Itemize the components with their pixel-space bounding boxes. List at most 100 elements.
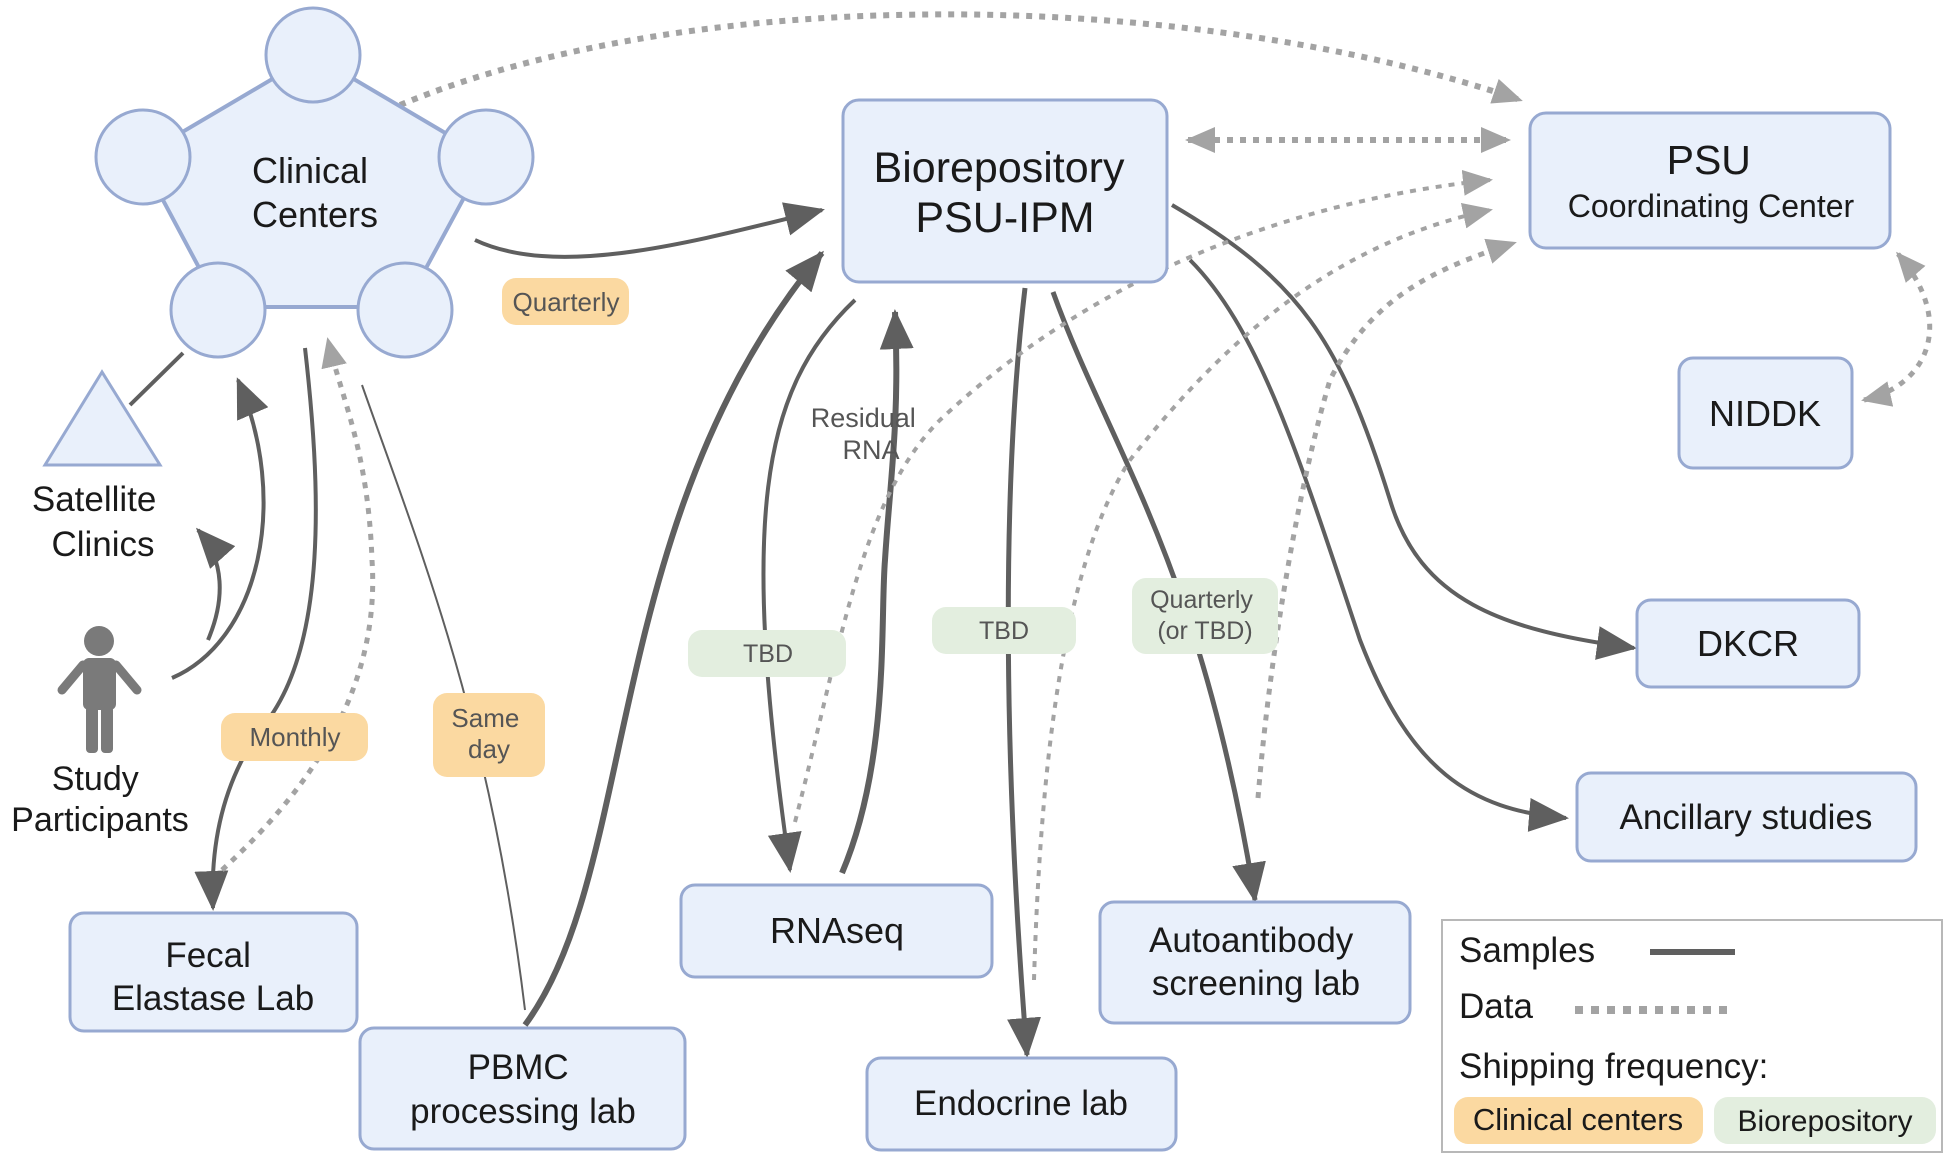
svg-text:Fecal Elastase Lab: Fecal Elastase Lab	[112, 936, 314, 1018]
frequency-badge-quarterly: Quarterly	[502, 278, 629, 325]
data-arrow-clinical-to-psu	[398, 11, 1523, 108]
sample-arrow-biorepository-to-autoantibody	[1050, 291, 1266, 903]
svg-text:DKCR: DKCR	[1697, 623, 1799, 664]
clinical-site-circle	[264, 6, 362, 104]
fecal-elastase-label: Elastase Lab	[112, 979, 314, 1018]
rnaseq-node: RNAseq	[679, 883, 994, 979]
svg-text:NIDDK: NIDDK	[1709, 393, 1821, 434]
data-arrow-fecal-to-clinical	[220, 337, 376, 872]
psu-label: PSU	[1667, 137, 1751, 183]
clinical-centers-label: Clinical	[252, 150, 368, 191]
svg-text:PBMC processing lab: PBMC processing lab	[410, 1048, 636, 1131]
frequency-badge-label: day	[468, 734, 510, 764]
svg-text:Residual RNA: Residual RNA	[811, 403, 924, 465]
clinical-site-circle	[437, 108, 535, 206]
svg-text:TBD: TBD	[743, 640, 793, 668]
frequency-badge-endocrine-tbd: TBD	[932, 607, 1076, 654]
svg-text:Quarterly (or TBD): Quarterly (or TBD)	[1150, 586, 1260, 645]
person-icon	[57, 626, 142, 753]
legend-data-label: Data	[1459, 987, 1533, 1026]
svg-text:Autoantibody screening l: Autoantibody screening lab	[1149, 921, 1363, 1003]
sample-arrow-clinical-to-fecal	[194, 347, 318, 911]
rnaseq-label: RNAseq	[770, 910, 904, 951]
svg-text:Data: Data	[1459, 987, 1533, 1026]
clinical-centers-node: Clinical Centers	[94, 6, 535, 407]
sample-arrow-pbmc-to-biorepository	[522, 250, 825, 1027]
sample-arrow-biorepository-to-ancillary	[1188, 258, 1569, 832]
legend-clinical-centers-label: Clinical centers	[1473, 1102, 1683, 1137]
frequency-badge-label: Quarterly	[513, 287, 620, 317]
frequency-badge-same-day: Same day	[433, 693, 545, 777]
sample-arrow-participants-to-satellite	[195, 527, 236, 641]
sample-arrow-clinical-to-pbmc	[361, 384, 526, 1011]
sample-arrow-biorepository-to-endocrine	[1005, 287, 1041, 1058]
frequency-badge-label: (or TBD)	[1157, 617, 1252, 645]
data-arrow-autoantibody-to-psu	[1255, 238, 1517, 799]
svg-text:RNAseq: RNAseq	[770, 910, 904, 951]
satellite-connector-line	[128, 351, 185, 407]
residual-rna-text: RNA	[842, 435, 899, 465]
pbmc-label: processing lab	[410, 1092, 636, 1131]
svg-text:Endocrine lab: Endocrine lab	[914, 1084, 1128, 1123]
autoantibody-lab-node: Autoantibody screening lab	[1098, 900, 1412, 1025]
satellite-clinics-label: Clinics	[51, 525, 154, 564]
endocrine-lab-node: Endocrine lab	[865, 1056, 1178, 1152]
niddk-node: NIDDK	[1677, 356, 1854, 470]
ancillary-studies-node: Ancillary studies	[1575, 771, 1918, 863]
study-participants-label: Study	[52, 760, 139, 798]
satellite-clinics-node: Satellite Clinics	[32, 369, 166, 564]
legend: Samples Data Shipping frequency: Clinica…	[1441, 919, 1943, 1153]
sample-arrow-biorepository-to-dkcr	[1170, 203, 1637, 660]
dkcr-node: DKCR	[1635, 598, 1861, 689]
svg-text:Clinical Centers: Clinical Centers	[252, 150, 378, 235]
svg-text:TBD: TBD	[979, 617, 1029, 645]
coordinating-center-label: Coordinating Center	[1568, 188, 1855, 224]
legend-samples-label: Samples	[1459, 931, 1595, 970]
fecal-elastase-label: Fecal	[165, 936, 251, 975]
frequency-badge-label: TBD	[979, 617, 1029, 645]
svg-text:Clinical centers: Clinical centers	[1473, 1102, 1683, 1137]
endocrine-lab-label: Endocrine lab	[914, 1084, 1128, 1123]
frequency-badge-autoantibody: Quarterly (or TBD)	[1132, 578, 1278, 654]
legend-biorepository-swatch	[1714, 1097, 1936, 1144]
sample-arrow-biorepository-to-rnaseq	[761, 298, 857, 873]
svg-text:PSU Coordinating Center: PSU Coordinating Center	[1568, 137, 1855, 224]
pbmc-label: PBMC	[468, 1048, 569, 1087]
clinical-site-circle	[169, 261, 267, 359]
niddk-label: NIDDK	[1709, 393, 1821, 434]
data-arrow-psu-niddk	[1861, 251, 1933, 407]
dkcr-label: DKCR	[1697, 623, 1799, 664]
biorepository-node: Biorepository PSU-IPM	[841, 98, 1169, 284]
autoantibody-label: Autoantibody	[1149, 921, 1354, 960]
svg-text:Biorepository PSU-IPM: Biorepository PSU-IPM	[874, 144, 1137, 242]
clinical-site-circle	[94, 108, 192, 206]
biorepository-label: PSU-IPM	[915, 194, 1094, 242]
frequency-badge-rnaseq-tbd: TBD	[688, 630, 846, 677]
svg-text:Shipping frequency:: Shipping frequency:	[1459, 1047, 1768, 1086]
residual-rna-label: Residual RNA	[811, 403, 924, 465]
legend-shipping-frequency-label: Shipping frequency:	[1459, 1047, 1768, 1086]
svg-text:Quarterly: Quarterly	[513, 287, 620, 317]
frequency-badge-label: TBD	[743, 640, 793, 668]
svg-text:Same day: Same day	[451, 703, 526, 764]
frequency-badge-label: Same	[451, 703, 519, 733]
svg-text:Biorepository: Biorepository	[1737, 1105, 1912, 1138]
ancillary-studies-label: Ancillary studies	[1620, 798, 1873, 837]
sample-arrow-rnaseq-to-biorepository	[839, 309, 914, 875]
study-participants-label: Participants	[11, 801, 189, 839]
satellite-clinics-label: Satellite	[32, 480, 157, 519]
autoantibody-label: screening lab	[1152, 964, 1360, 1003]
data-arrow-endocrine-to-psu	[1032, 202, 1493, 981]
legend-clinical-swatch	[1454, 1097, 1703, 1144]
frequency-badge-label: Monthly	[249, 722, 340, 752]
svg-text:Satellite Clinics: Satellite Clinics	[32, 480, 166, 564]
satellite-clinics-triangle	[42, 369, 163, 467]
svg-text:Study Participants: Study Participants	[11, 760, 189, 839]
svg-text:Monthly: Monthly	[249, 722, 340, 752]
pbmc-processing-lab-node: PBMC processing lab	[358, 1026, 687, 1151]
sample-arrow-clinical-to-biorepository	[474, 202, 825, 259]
svg-text:Ancillary studies: Ancillary studies	[1620, 798, 1873, 837]
svg-text:Samples: Samples	[1459, 931, 1595, 970]
clinical-site-circle	[356, 261, 454, 359]
